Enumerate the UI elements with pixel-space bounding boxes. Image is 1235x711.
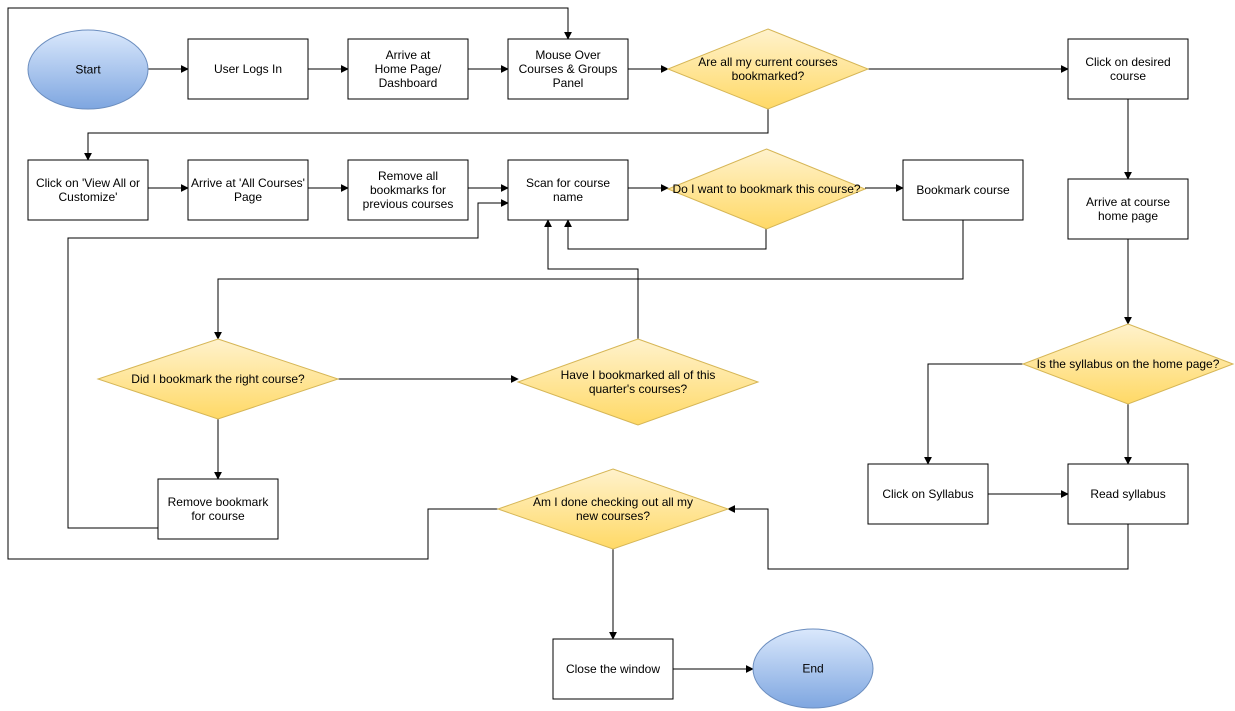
- process-box: [507, 159, 629, 221]
- decision-diamond: [666, 28, 870, 110]
- node-start: Start: [27, 29, 149, 110]
- edge-read-syllabus-to-done-checking: [727, 505, 1129, 570]
- node-syllabus-on-home: Is the syllabus on the home page?: [1021, 323, 1235, 405]
- terminal-ellipse: [752, 628, 874, 709]
- node-label-line: Click on desired: [1085, 55, 1170, 69]
- edge-want-to-bookmark-to-scan-course-name: [564, 219, 767, 250]
- node-label-line: Read syllabus: [1090, 487, 1165, 501]
- process-box: [1067, 463, 1189, 525]
- process-box: [1067, 38, 1189, 100]
- node-label-line: Customize': [59, 190, 118, 204]
- node-label-line: Is the syllabus on the home page?: [1037, 357, 1220, 371]
- node-label-line: bookmarked?: [732, 69, 805, 83]
- node-label-line: Page: [234, 190, 262, 204]
- edge-bookmark-course-to-right-course: [214, 220, 964, 340]
- node-label-line: course: [1110, 69, 1146, 83]
- decision-diamond: [1021, 323, 1235, 405]
- node-label-line: Did I bookmark the right course?: [131, 372, 305, 386]
- edge-remove-bookmark-to-scan-course-name: [67, 199, 509, 529]
- process-box: [347, 159, 469, 221]
- node-label-line: Click on Syllabus: [882, 487, 973, 501]
- process-box: [27, 159, 149, 221]
- node-label-line: Remove all: [378, 169, 438, 183]
- node-end: End: [752, 628, 874, 709]
- node-label-line: Dashboard: [379, 76, 438, 90]
- node-label-line: Close the window: [566, 662, 660, 676]
- node-label-line: Am I done checking out all my: [533, 495, 693, 509]
- node-label-line: Do I want to bookmark this course?: [672, 182, 860, 196]
- node-label-line: Remove bookmark: [168, 495, 270, 509]
- edge-all-quarter-courses-to-scan-course-name: [544, 219, 639, 339]
- process-box: [1067, 178, 1189, 240]
- edge-done-checking-to-mouse-over-courses: [7, 7, 572, 560]
- node-label-line: Are all my current courses: [698, 55, 837, 69]
- node-label-line: Start: [75, 63, 101, 77]
- node-label-line: User Logs In: [214, 62, 282, 76]
- node-label-line: new courses?: [576, 509, 650, 523]
- decision-diamond: [496, 468, 730, 550]
- node-label-line: home page: [1098, 209, 1158, 223]
- node-label-line: Panel: [553, 76, 584, 90]
- node-read-syllabus: Read syllabus: [1067, 463, 1189, 525]
- process-box: [347, 38, 469, 100]
- node-label-line: Home Page/: [375, 62, 442, 76]
- node-arrive-all-courses: Arrive at 'All Courses'Page: [187, 159, 309, 221]
- process-box: [187, 159, 309, 221]
- node-close-window: Close the window: [552, 638, 674, 700]
- edge-all-bookmarked-to-click-view-all: [84, 109, 769, 161]
- node-label-line: quarter's courses?: [589, 382, 688, 396]
- node-label-line: Scan for course: [526, 176, 610, 190]
- edges-layer: [7, 7, 1132, 673]
- process-box: [157, 478, 279, 540]
- node-label-line: previous courses: [363, 197, 454, 211]
- node-right-course: Did I bookmark the right course?: [96, 338, 340, 420]
- node-user-logs-in: User Logs In: [187, 38, 309, 100]
- process-box: [552, 638, 674, 700]
- edge-syllabus-on-home-to-click-syllabus: [924, 363, 1023, 465]
- node-label-line: Have I bookmarked all of this: [561, 368, 716, 382]
- node-label-line: Click on 'View All or: [36, 176, 140, 190]
- node-label-line: Bookmark course: [916, 183, 1010, 197]
- node-label-line: End: [802, 662, 823, 676]
- process-box: [902, 159, 1024, 221]
- node-label-line: bookmarks for: [370, 183, 446, 197]
- process-box: [187, 38, 309, 100]
- node-click-syllabus: Click on Syllabus: [867, 463, 989, 525]
- node-label-line: Courses & Groups: [519, 62, 618, 76]
- node-label-line: name: [553, 190, 583, 204]
- decision-diamond: [666, 148, 867, 230]
- node-bookmark-course: Bookmark course: [902, 159, 1024, 221]
- node-label-line: Arrive at: [386, 48, 431, 62]
- node-label-line: for course: [191, 509, 245, 523]
- decision-diamond: [96, 338, 340, 420]
- terminal-ellipse: [27, 29, 149, 110]
- node-label-line: Arrive at course: [1086, 195, 1170, 209]
- node-label-line: Arrive at 'All Courses': [191, 176, 305, 190]
- node-want-to-bookmark: Do I want to bookmark this course?: [666, 148, 867, 230]
- node-label-line: Mouse Over: [535, 48, 600, 62]
- decision-diamond: [516, 338, 760, 426]
- process-box: [867, 463, 989, 525]
- process-box: [507, 38, 629, 100]
